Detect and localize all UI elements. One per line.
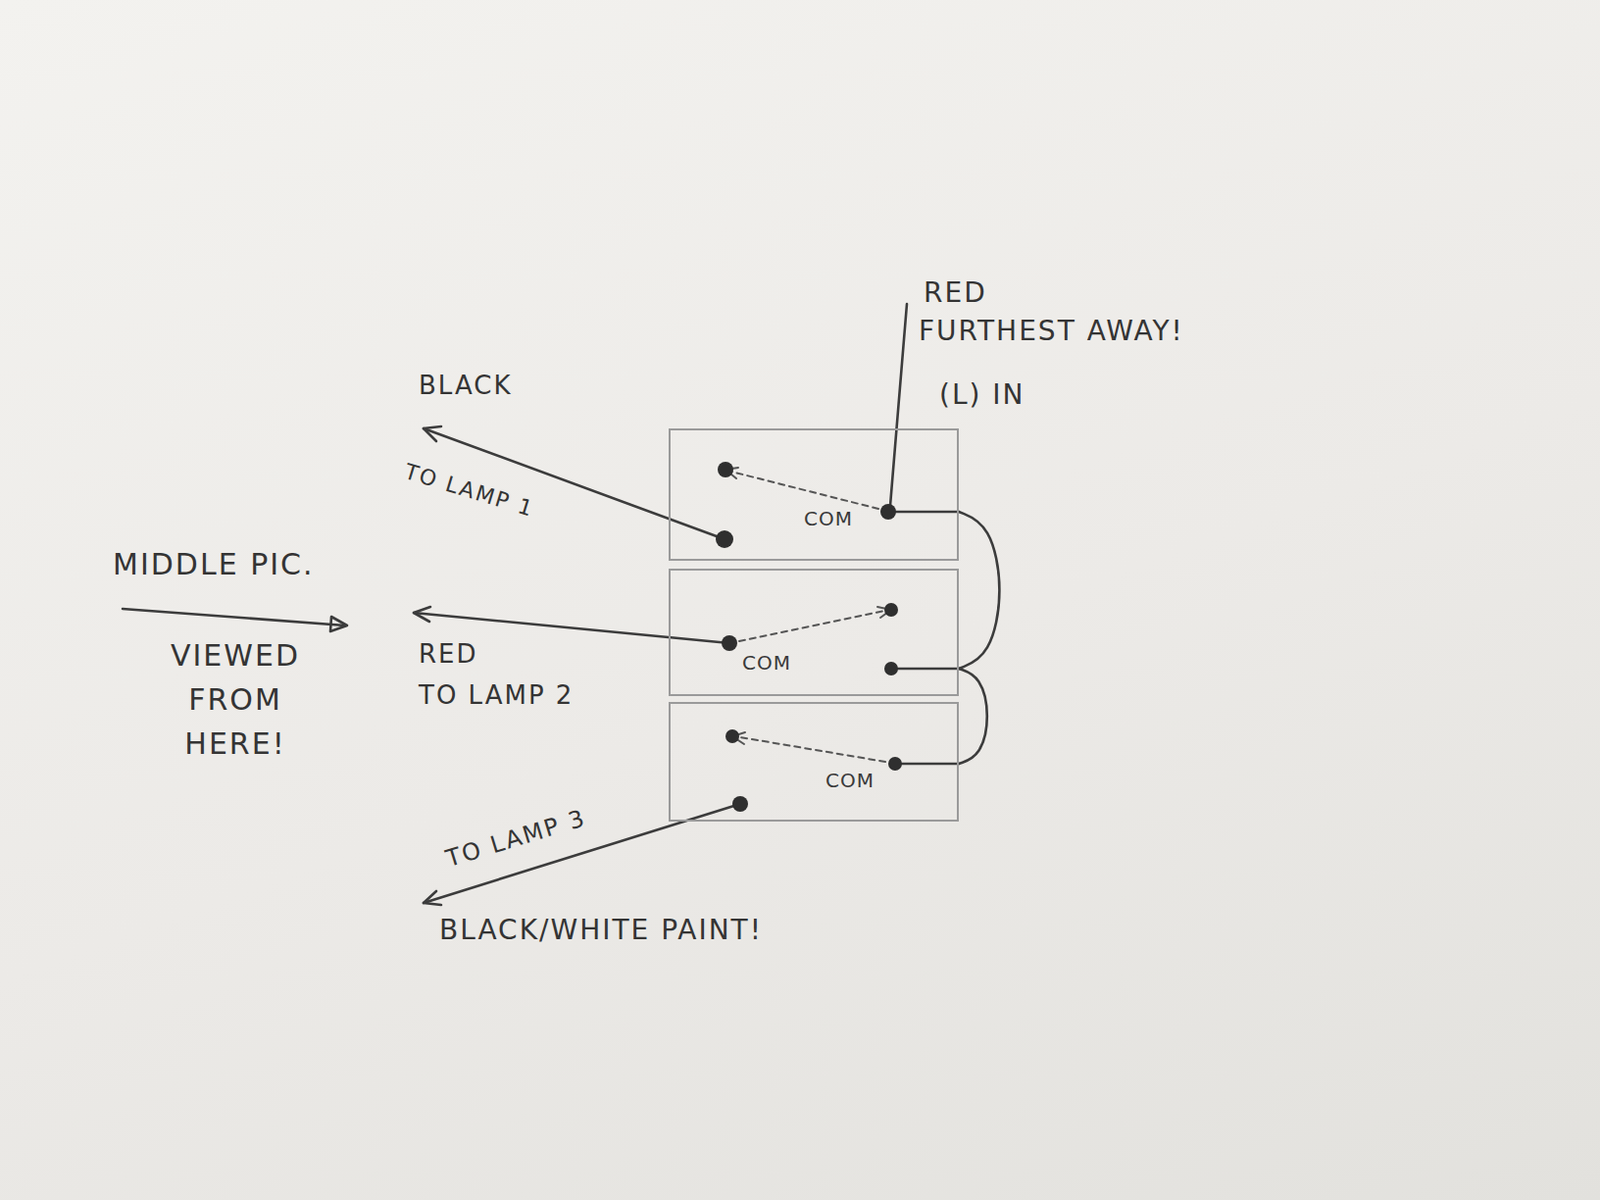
terminal-label: COM (803, 506, 853, 531)
arrow-head (413, 606, 431, 622)
wire-stub (895, 762, 959, 766)
terminal (715, 530, 734, 549)
sketch-note: (L) IN (939, 378, 1026, 412)
sketch-note: FURTHEST AWAY! (918, 314, 1185, 349)
switch-box: COM (668, 701, 959, 822)
switch-contact (739, 609, 890, 642)
arrow-head (423, 891, 442, 905)
terminal (725, 729, 740, 744)
sketch-note: BLACK/WHITE PAINT! (439, 913, 763, 948)
switch-box: COM (668, 568, 959, 697)
arrow-head (330, 616, 348, 632)
terminal (717, 461, 734, 478)
terminal (888, 756, 902, 771)
lamp-wire (423, 803, 741, 903)
wire-stub (891, 667, 959, 671)
jumper-wire (958, 668, 988, 764)
terminal (880, 503, 897, 520)
sketch-note: RED (418, 639, 479, 670)
terminal-label: COM (742, 650, 792, 675)
live-wire (890, 303, 907, 506)
jumper-wire (958, 511, 1000, 669)
terminal (732, 796, 749, 812)
switch-contact (734, 736, 886, 762)
sketch-note: BLACK (418, 370, 512, 401)
sketch-note: VIEWED FROM HERE! (137, 633, 334, 766)
wire-stub (888, 510, 959, 514)
sketch-note: TO LAMP 1 (400, 458, 538, 523)
switch-contact (727, 470, 879, 509)
view-arrow (122, 608, 346, 626)
switch-box: COM (668, 428, 959, 561)
terminal (884, 602, 899, 617)
terminal (721, 635, 738, 651)
arrow-head (423, 426, 442, 442)
sketch-note: TO LAMP 3 (443, 803, 591, 874)
sketch-note: MIDDLE PIC. (112, 547, 315, 583)
lamp-wire (413, 612, 730, 644)
terminal (884, 661, 899, 676)
sketch-note: TO LAMP 2 (418, 680, 574, 711)
terminal-label: COM (825, 768, 875, 793)
sketch-note: RED (923, 276, 988, 310)
